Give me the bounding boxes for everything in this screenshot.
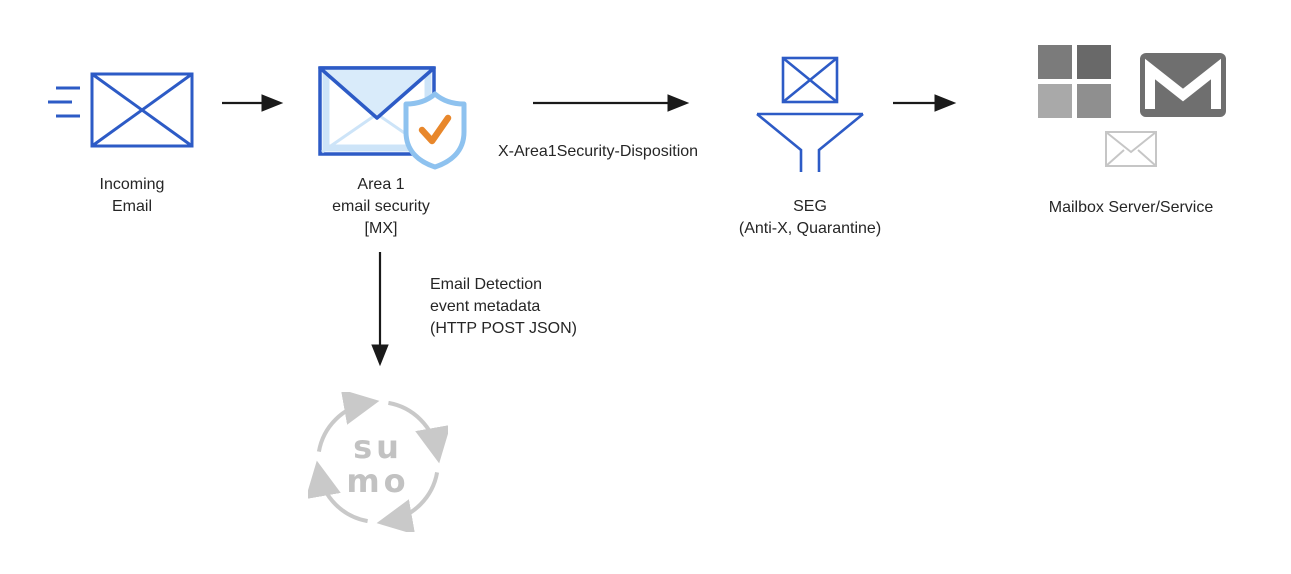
microsoft-logo-icon [1038, 45, 1112, 119]
sumo-wordmark-line: su [353, 428, 403, 466]
area1-node [318, 66, 470, 176]
area1-label-line: [MX] [364, 220, 398, 237]
area1-label-line: email security [332, 198, 430, 215]
incoming-email-label-line: Email [111, 198, 152, 215]
sumo-logic-logo: su mo [308, 392, 448, 532]
sumo-logic-circular-arrows-icon: su mo [308, 392, 448, 532]
metadata-edge-label-line: (HTTP POST JSON) [430, 320, 577, 337]
area1-label-line: Area 1 [357, 176, 405, 193]
metadata-edge-label: Email Detection event metadata (HTTP POS… [430, 274, 650, 340]
incoming-email-icon [48, 72, 194, 148]
area1-shielded-envelope-icon [318, 66, 467, 170]
metadata-edge-label-line: Email Detection [430, 276, 543, 293]
seg-label-line: (Anti-X, Quarantine) [738, 220, 882, 237]
seg-node [753, 56, 867, 174]
sumo-wordmark-line: mo [346, 462, 409, 500]
shield-check-icon [403, 91, 467, 170]
seg-funnel-icon [756, 56, 864, 172]
incoming-email-label: Incoming Email [55, 174, 209, 218]
small-envelope-icon [1102, 128, 1160, 170]
incoming-email-label-line: Incoming [99, 176, 165, 193]
seg-label: SEG (Anti-X, Quarantine) [718, 196, 902, 240]
mailbox-label: Mailbox Server/Service [1048, 199, 1214, 216]
area1-label: Area 1 email security [MX] [301, 174, 461, 240]
disposition-header-label: X-Area1Security-Disposition [498, 143, 699, 160]
incoming-email-node [48, 70, 198, 152]
metadata-edge-label-line: event metadata [430, 298, 541, 315]
seg-label-line: SEG [793, 198, 827, 215]
gmail-icon [1140, 53, 1226, 117]
